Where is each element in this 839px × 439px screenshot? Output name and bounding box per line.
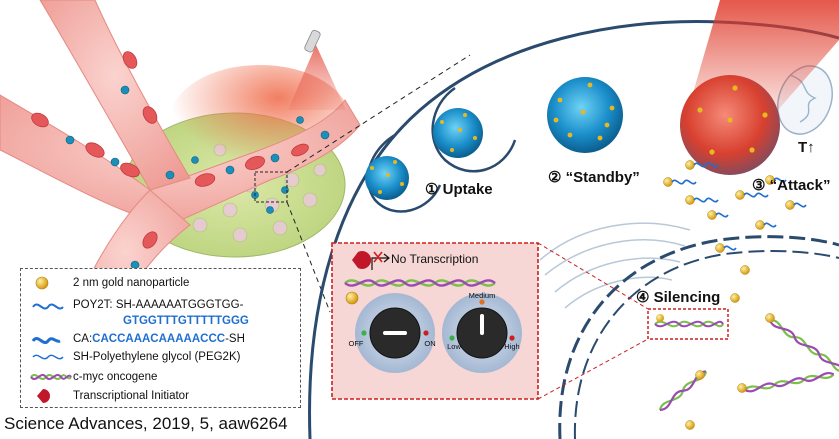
high-label: High bbox=[504, 342, 519, 351]
zoom-marker bbox=[254, 171, 288, 203]
peg-strand-icon bbox=[32, 354, 64, 360]
legend-row-poy2t: POY2T: SH-AAAAAATGGGTGG- bbox=[29, 297, 243, 313]
low-label: Low bbox=[447, 342, 461, 351]
panel-gold-particle bbox=[345, 291, 359, 305]
temperature-label: T↑ bbox=[798, 139, 815, 156]
tumor-illustration bbox=[0, 0, 361, 346]
step-attack-label: ③ “Attack” bbox=[752, 177, 830, 194]
legend-ca-prefix: CA: bbox=[73, 333, 93, 345]
legend-row-ca: CA: CACCAAACAAAAACCC -SH bbox=[29, 331, 245, 347]
released-gold-strands bbox=[663, 160, 807, 303]
silencing-target bbox=[647, 308, 729, 340]
legend-row-initiator: Transcriptional Initiator bbox=[29, 388, 189, 404]
legend-row-peg: SH-Polyethylene glycol (PEG2K) bbox=[29, 349, 240, 365]
nucleus-envelope-inner bbox=[573, 250, 839, 439]
step-standby-label: ② “Standby” bbox=[548, 169, 640, 186]
zoom-line-bottom bbox=[286, 201, 331, 313]
medium-label: Medium bbox=[469, 291, 496, 300]
zoom-line-top bbox=[286, 54, 471, 173]
legend-poy2t-line2: GTGGTTTGTTTTTGGG bbox=[123, 315, 249, 327]
laser-source-small bbox=[288, 29, 346, 110]
panel-transcription-arrow bbox=[371, 251, 390, 270]
ca-strand-icon bbox=[31, 337, 61, 344]
nanoparticle-uptake-1 bbox=[365, 156, 409, 200]
step-silencing-label: ④ Silencing bbox=[636, 289, 720, 306]
cmyc-dna-helices bbox=[658, 313, 839, 430]
step-uptake-label: ① Uptake bbox=[425, 181, 493, 198]
legend-row-cmyc: c-myc oncogene bbox=[29, 369, 157, 385]
panel-connector-top bbox=[537, 242, 649, 310]
endocytosis-pocket-1 bbox=[366, 133, 442, 213]
off-label: OFF bbox=[349, 339, 364, 348]
citation: Science Advances, 2019, 5, aaw6264 bbox=[4, 414, 288, 433]
no-transcription-label: No Transcription bbox=[391, 252, 478, 266]
intensity-knob bbox=[442, 293, 522, 373]
endocytosis-pocket-2 bbox=[431, 86, 517, 173]
blood-vessel-upper bbox=[0, 94, 361, 226]
legend-poy2t-line1: POY2T: SH-AAAAAATGGGTGG- bbox=[73, 299, 244, 311]
switch-panel: No Transcription OFF ON Low Medium High bbox=[331, 242, 539, 400]
nanoparticle-attack bbox=[680, 75, 780, 175]
legend-peg-label: SH-Polyethylene glycol (PEG2K) bbox=[73, 351, 241, 363]
legend-row-gold: 2 nm gold nanoparticle bbox=[29, 275, 189, 291]
on-off-knob bbox=[355, 293, 435, 373]
legend-ca-suffix: -SH bbox=[225, 333, 245, 345]
on-label: ON bbox=[424, 339, 435, 348]
poy2t-strand-icon bbox=[32, 303, 64, 310]
panel-initiator-icon bbox=[352, 250, 372, 269]
legend: 2 nm gold nanoparticle POY2T: SH-AAAAAAT… bbox=[20, 268, 301, 408]
blood-vessel-top bbox=[39, 0, 191, 191]
nanoparticle-uptake-2 bbox=[433, 108, 483, 158]
endoplasmic-reticulum bbox=[539, 222, 691, 309]
nanoparticle-standby bbox=[547, 77, 623, 153]
legend-initiator-label: Transcriptional Initiator bbox=[73, 390, 189, 402]
gold-particle-icon bbox=[35, 276, 49, 290]
nucleus-envelope-outer bbox=[558, 235, 839, 439]
panel-dna-helix bbox=[344, 279, 496, 287]
initiator-icon bbox=[37, 389, 50, 403]
legend-ca-sequence: CACCAAACAAAAACCC bbox=[92, 333, 226, 345]
cmyc-dna-icon bbox=[30, 374, 72, 380]
legend-cmyc-label: c-myc oncogene bbox=[73, 371, 158, 383]
cell bbox=[308, 0, 839, 439]
legend-gold-label: 2 nm gold nanoparticle bbox=[73, 277, 190, 289]
